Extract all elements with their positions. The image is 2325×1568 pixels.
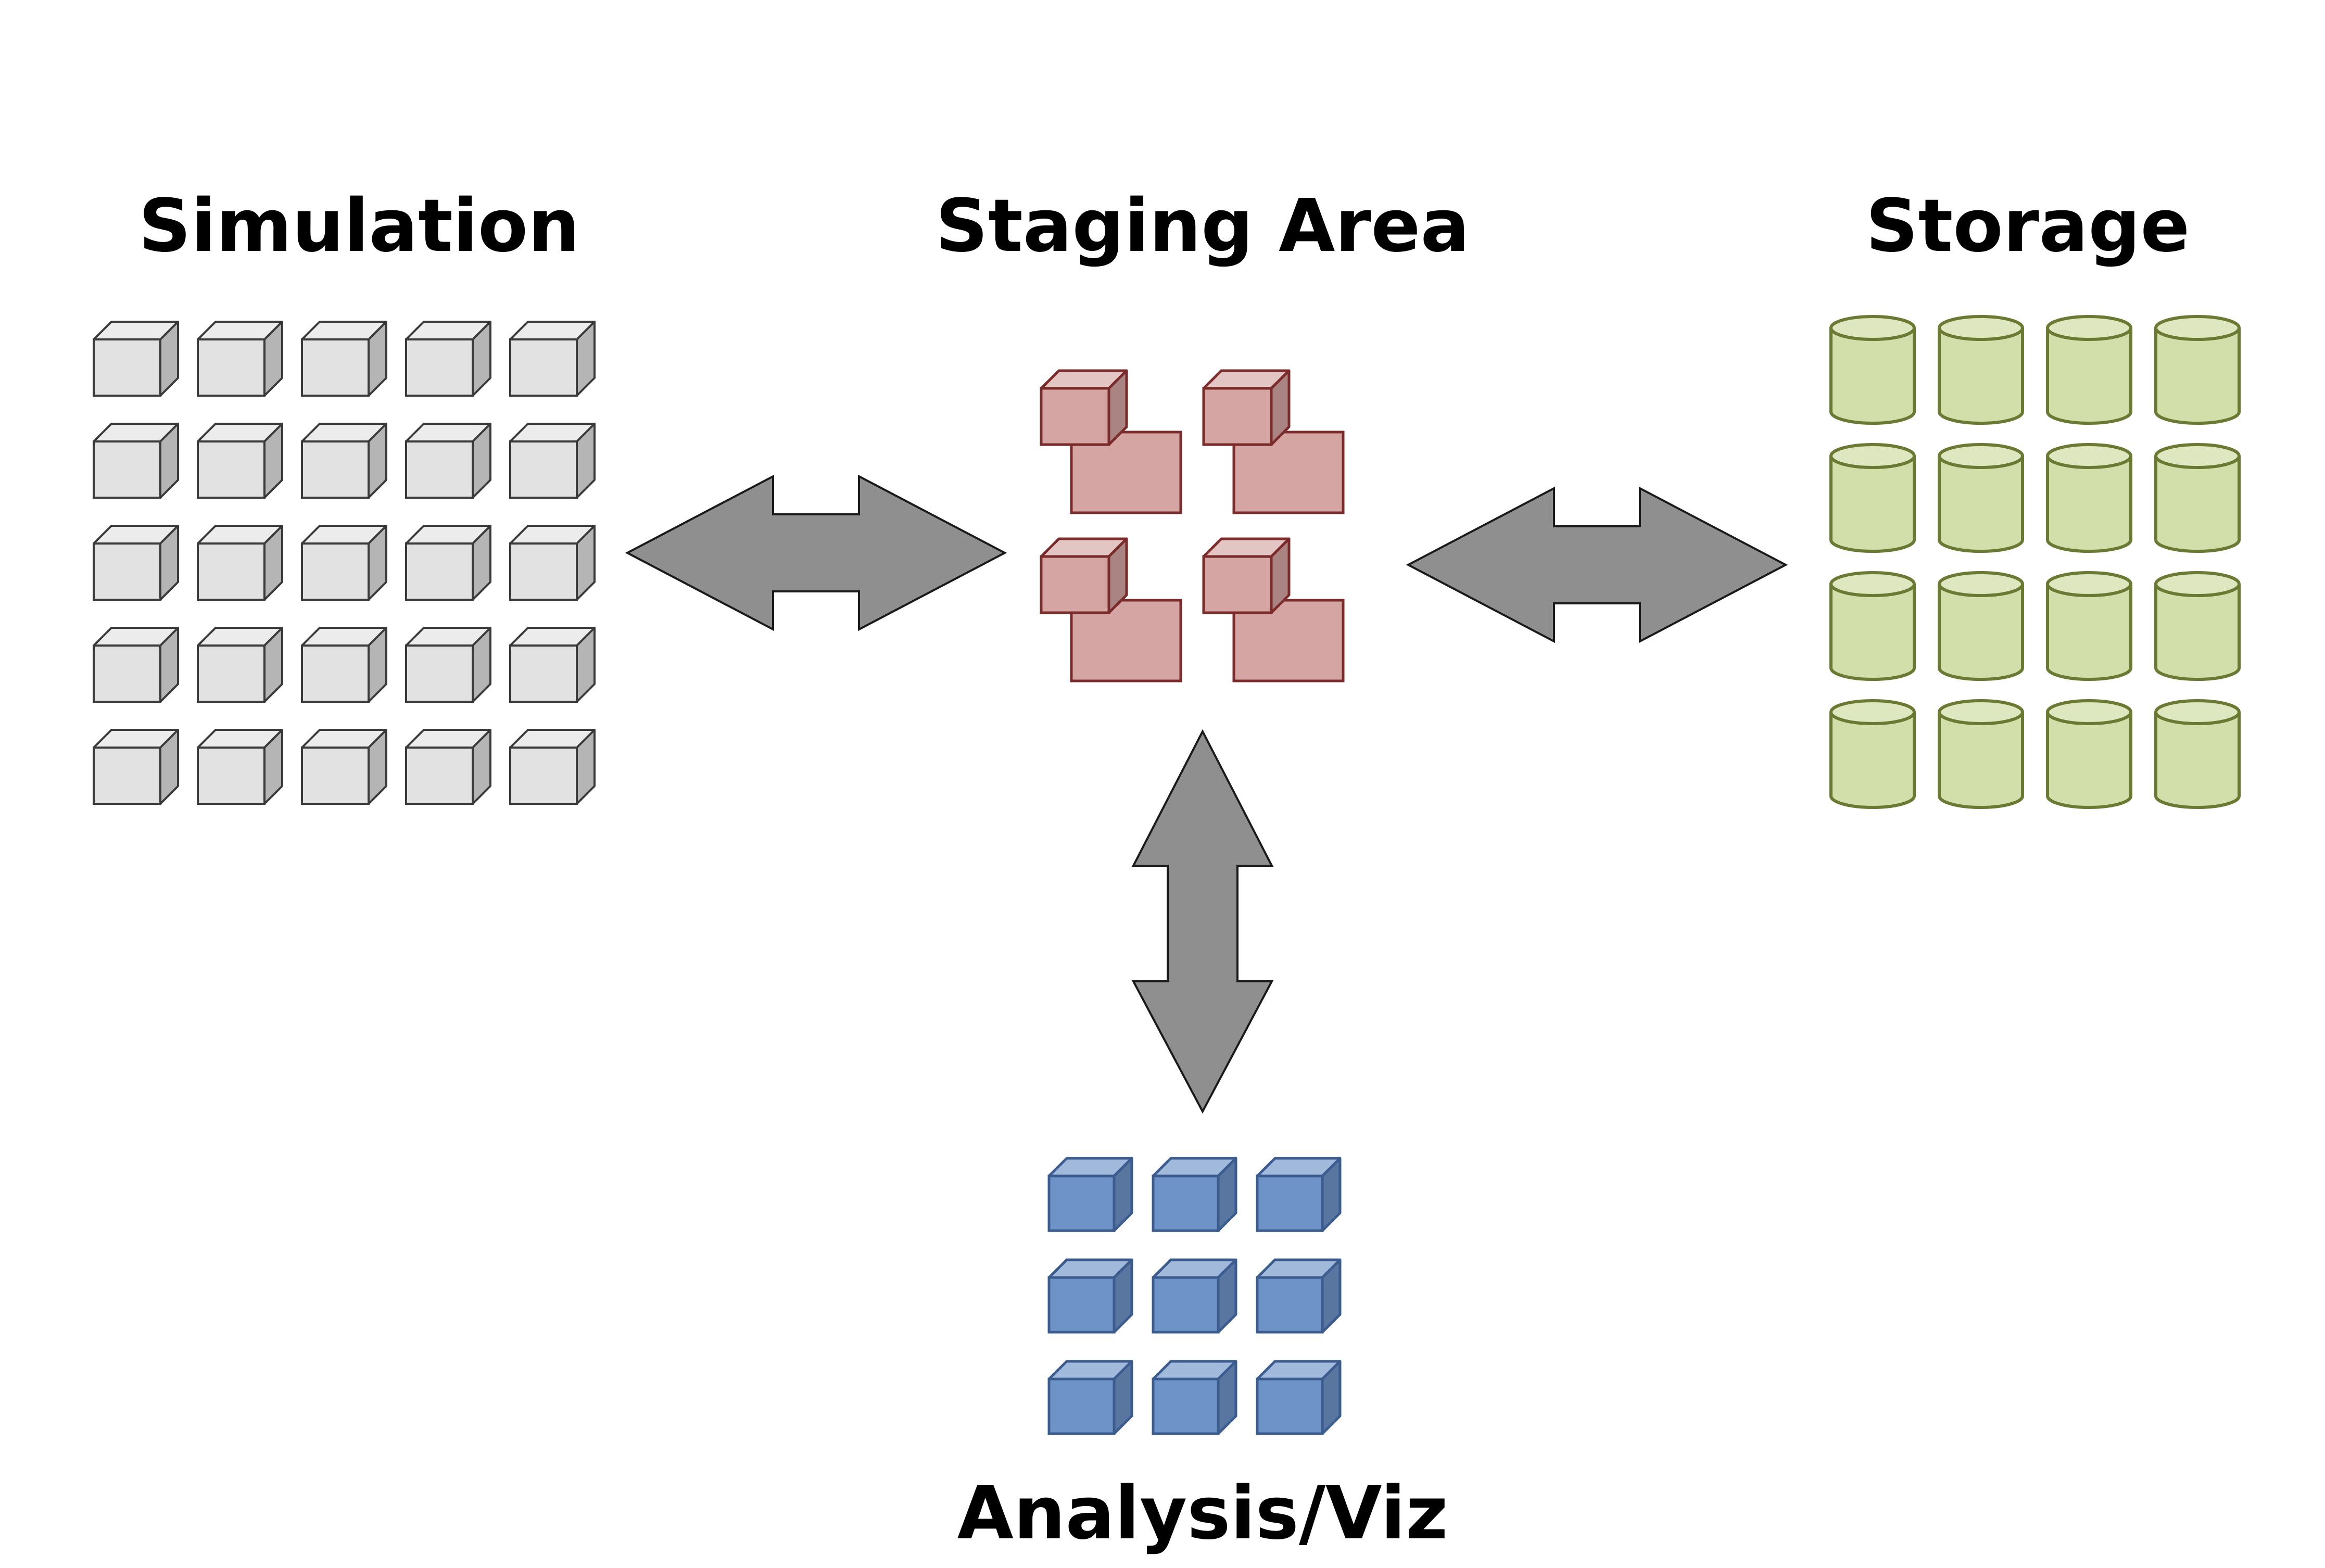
cube-icon <box>1256 1157 1342 1232</box>
cube-icon <box>509 525 596 601</box>
cylinder-icon <box>1938 315 2024 425</box>
cube-icon <box>197 525 283 601</box>
cube-icon <box>301 525 387 601</box>
cube-icon <box>1152 1258 1237 1334</box>
cube-icon <box>93 525 179 601</box>
cube-icon <box>93 729 179 805</box>
cube-icon <box>197 729 283 805</box>
cylinder-icon <box>2154 571 2241 681</box>
stacked-cube-icon <box>1202 369 1345 514</box>
cylinder-icon <box>1938 571 2024 681</box>
cube-icon <box>405 627 491 703</box>
arrow-layer <box>625 474 1788 1114</box>
cylinder-icon <box>2046 315 2132 425</box>
cube-icon <box>1047 1360 1133 1435</box>
cube-icon <box>301 321 387 397</box>
cylinder-icon <box>1829 699 1916 809</box>
cube-icon <box>197 321 283 397</box>
cylinder-icon <box>2046 699 2132 809</box>
cube-icon <box>1256 1360 1342 1435</box>
cylinder-icon <box>1938 443 2024 553</box>
cube-icon <box>93 627 179 703</box>
simulation-title: Simulation <box>138 184 580 269</box>
cube-icon <box>1152 1157 1237 1232</box>
double-arrow-icon <box>1406 486 1788 643</box>
cube-icon <box>405 525 491 601</box>
cube-icon <box>197 423 283 499</box>
cube-icon <box>509 627 596 703</box>
cube-icon <box>197 627 283 703</box>
cube-icon <box>93 423 179 499</box>
staging-node-grid <box>1040 369 1345 682</box>
double-arrow-icon <box>1131 729 1274 1114</box>
cube-icon <box>301 423 387 499</box>
stacked-cube-icon <box>1040 369 1182 514</box>
cylinder-icon <box>2154 443 2241 553</box>
staging-area-title: Staging Area <box>936 184 1470 269</box>
cube-icon <box>405 423 491 499</box>
analysis-node-grid <box>1047 1157 1342 1435</box>
cylinder-icon <box>1829 571 1916 681</box>
small-cube-icon <box>1202 537 1291 614</box>
storage-node-grid <box>1829 315 2241 809</box>
cylinder-icon <box>2046 571 2132 681</box>
small-cube-icon <box>1040 537 1128 614</box>
cube-icon <box>1152 1360 1237 1435</box>
cylinder-icon <box>1829 315 1916 425</box>
cylinder-icon <box>2154 315 2241 425</box>
analysis-viz-title: Analysis/Viz <box>957 1471 1448 1556</box>
cylinder-icon <box>2046 443 2132 553</box>
small-cube-icon <box>1202 369 1291 446</box>
cube-icon <box>509 423 596 499</box>
cylinder-icon <box>1938 699 2024 809</box>
small-cube-icon <box>1040 369 1128 446</box>
cube-icon <box>405 729 491 805</box>
cube-icon <box>509 321 596 397</box>
storage-title: Storage <box>1866 184 2190 269</box>
cube-icon <box>1256 1258 1342 1334</box>
cube-icon <box>301 729 387 805</box>
cylinder-icon <box>1829 443 1916 553</box>
cube-icon <box>405 321 491 397</box>
cylinder-icon <box>2154 699 2241 809</box>
cube-icon <box>1047 1157 1133 1232</box>
stacked-cube-icon <box>1202 537 1345 682</box>
simulation-node-grid <box>93 321 596 805</box>
cube-icon <box>301 627 387 703</box>
cube-icon <box>1047 1258 1133 1334</box>
stacked-cube-icon <box>1040 537 1182 682</box>
cube-icon <box>509 729 596 805</box>
double-arrow-icon <box>625 474 1007 631</box>
cube-icon <box>93 321 179 397</box>
